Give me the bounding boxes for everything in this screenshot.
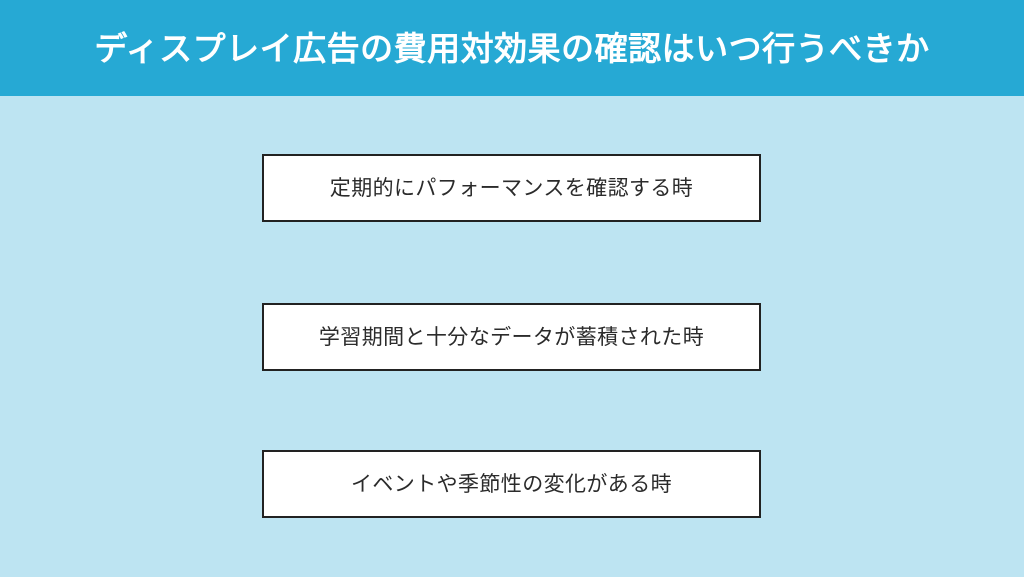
item-box-label: 定期的にパフォーマンスを確認する時 [329, 176, 694, 200]
page-title: ディスプレイ広告の費用対効果の確認はいつ行うべきか [94, 29, 930, 67]
item-box: 定期的にパフォーマンスを確認する時 [262, 154, 761, 222]
item-box-label: イベントや季節性の変化がある時 [351, 472, 672, 496]
item-box: 学習期間と十分なデータが蓄積された時 [262, 303, 761, 371]
item-box-label: 学習期間と十分なデータが蓄積された時 [318, 325, 705, 349]
item-box: イベントや季節性の変化がある時 [262, 450, 761, 518]
header-bar: ディスプレイ広告の費用対効果の確認はいつ行うべきか [0, 0, 1024, 96]
item-box-stack: 定期的にパフォーマンスを確認する時 学習期間と十分なデータが蓄積された時 イベン… [0, 96, 1024, 577]
